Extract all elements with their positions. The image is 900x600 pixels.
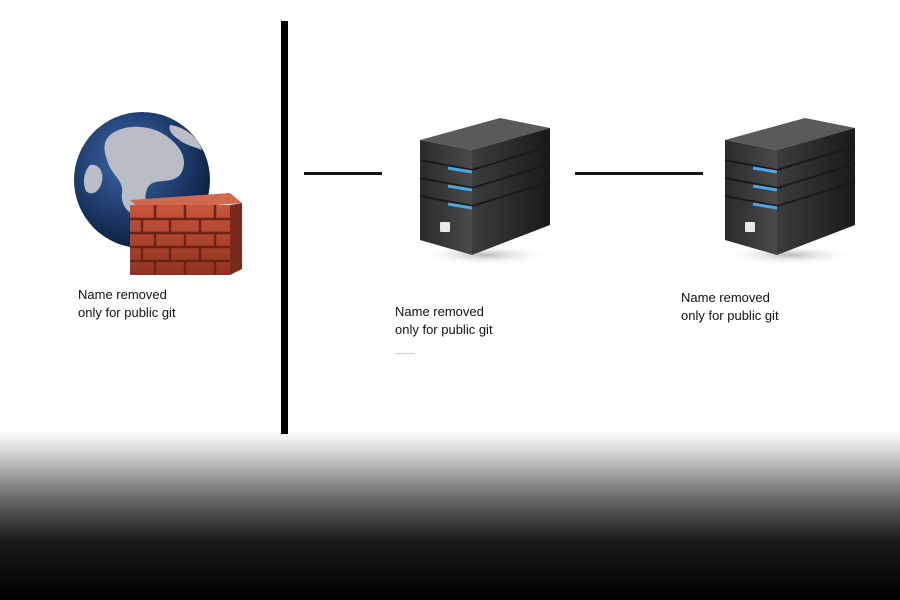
- server-graphic: [722, 118, 858, 265]
- server-icon: [715, 110, 865, 270]
- server-icon: [410, 110, 560, 270]
- artifact-mark: [395, 353, 415, 354]
- globe-firewall-icon: [70, 105, 250, 280]
- globe-firewall-graphic: [74, 112, 242, 275]
- node-label: Name removed only for public git: [681, 290, 779, 323]
- background-fade: [0, 430, 900, 600]
- node-label: Name removed only for public git: [395, 304, 493, 337]
- connector-line: [304, 172, 382, 175]
- connector-line: [575, 172, 703, 175]
- node-label: Name removed only for public git: [78, 287, 176, 320]
- network-boundary-divider: [281, 21, 288, 434]
- server-graphic: [417, 118, 553, 265]
